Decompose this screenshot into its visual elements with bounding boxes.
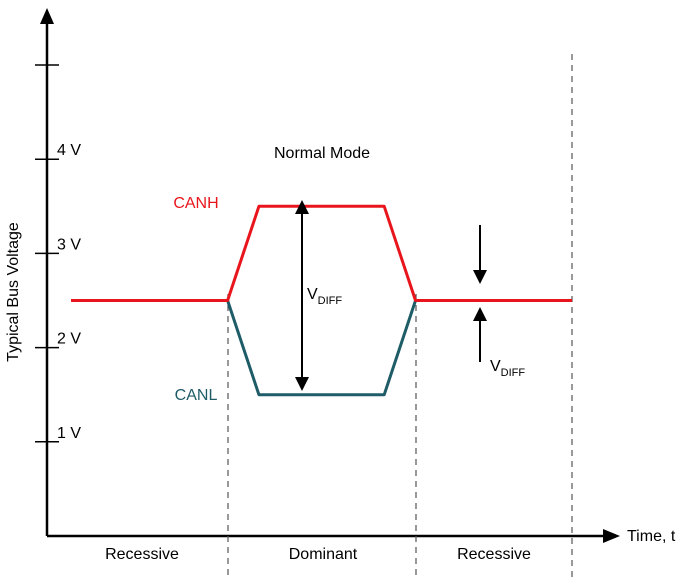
vdiff-recessive-sub: DIFF — [501, 367, 526, 379]
series-layer — [71, 204, 573, 397]
y-tick-label: 4 V — [57, 142, 81, 159]
vdiff-recessive-label: VDIFF — [490, 358, 525, 379]
y-axis-label: Typical Bus Voltage — [5, 222, 22, 362]
y-ticks: 1 V 2 V 3 V 4 V — [35, 64, 81, 443]
series-line-canl — [71, 299, 573, 397]
vdiff-dominant-arrow — [295, 200, 309, 391]
axes — [40, 8, 620, 543]
region-label-recessive-left: Recessive — [105, 546, 179, 563]
region-dividers — [227, 54, 573, 580]
y-tick-label: 3 V — [57, 236, 81, 253]
arrow-up-icon — [295, 200, 309, 214]
y-tick-label: 2 V — [57, 331, 81, 348]
vdiff-dominant-label: VDIFF — [307, 286, 342, 307]
arrow-down-icon — [295, 377, 309, 391]
chart-title: Normal Mode — [274, 145, 370, 162]
region-label-recessive-right: Recessive — [457, 546, 531, 563]
x-axis-label: Time, t — [627, 528, 676, 545]
vdiff-dominant-sub: DIFF — [318, 295, 343, 307]
series-line-canh — [71, 204, 573, 302]
y-axis-arrow-icon — [40, 8, 54, 24]
arrow-up-icon — [473, 307, 487, 321]
series-label-canl: CANL — [175, 387, 218, 404]
arrow-down-icon — [473, 270, 487, 284]
region-label-dominant: Dominant — [289, 546, 358, 563]
vdiff-recessive-main: V — [490, 358, 501, 375]
vdiff-recessive-arrows — [473, 225, 487, 362]
series-label-canh: CANH — [173, 195, 218, 212]
vdiff-dominant-main: V — [307, 286, 318, 303]
x-axis-arrow-icon — [603, 529, 620, 543]
y-tick-label: 1 V — [57, 425, 81, 442]
